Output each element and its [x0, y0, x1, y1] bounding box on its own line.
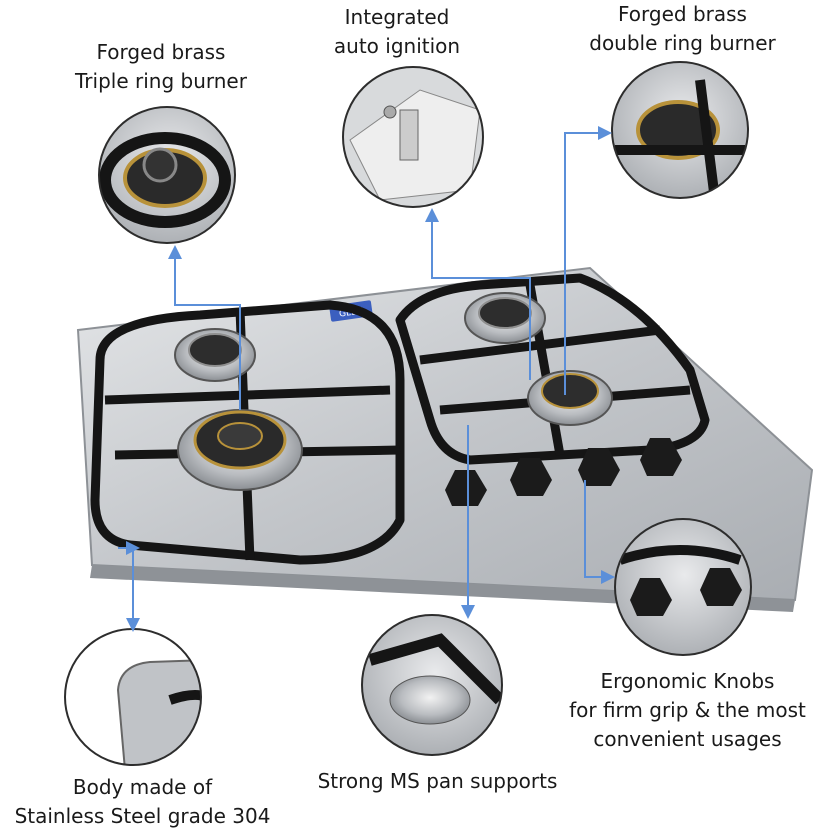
label-knobs-line3: convenient usages — [593, 727, 782, 751]
label-triple-ring-burner: Forged brass Triple ring burner — [56, 38, 266, 96]
label-body-material: Body made of Stainless Steel grade 304 — [0, 773, 285, 831]
label-knobs-line1: Ergonomic Knobs — [600, 669, 775, 693]
label-body-line2: Stainless Steel grade 304 — [14, 804, 271, 828]
callout-circle-auto-ignition — [342, 66, 484, 208]
callout-circle-double-burner — [611, 61, 749, 199]
control-knobs — [445, 438, 682, 506]
pointer-arrows — [118, 126, 615, 632]
label-pan-supports: Strong MS pan supports — [300, 767, 575, 796]
label-double-line1: Forged brass — [618, 2, 747, 26]
label-auto-ignition: Integrated auto ignition — [312, 3, 482, 61]
callout-circle-body — [64, 628, 202, 766]
callout-circle-pan-supports — [361, 614, 503, 756]
label-ignition-line1: Integrated — [344, 5, 450, 29]
label-triple-line2: Triple ring burner — [75, 69, 247, 93]
label-pan-line1: Strong MS pan supports — [317, 769, 558, 793]
label-double-ring-burner: Forged brass double ring burner — [575, 0, 790, 58]
callout-circle-knobs — [614, 518, 752, 656]
label-body-line1: Body made of — [72, 775, 213, 799]
label-triple-line1: Forged brass — [96, 40, 226, 64]
callout-circle-triple-burner — [98, 106, 236, 244]
burner-rear-right — [464, 292, 546, 344]
label-ignition-line2: auto ignition — [333, 34, 461, 58]
label-ergonomic-knobs: Ergonomic Knobs for firm grip & the most… — [555, 667, 820, 754]
triple-ring-burner-large — [177, 409, 303, 491]
label-double-line2: double ring burner — [589, 31, 776, 55]
double-ring-burner — [527, 370, 613, 426]
label-knobs-line2: for firm grip & the most — [569, 698, 806, 722]
burner-rear-left — [174, 328, 256, 382]
